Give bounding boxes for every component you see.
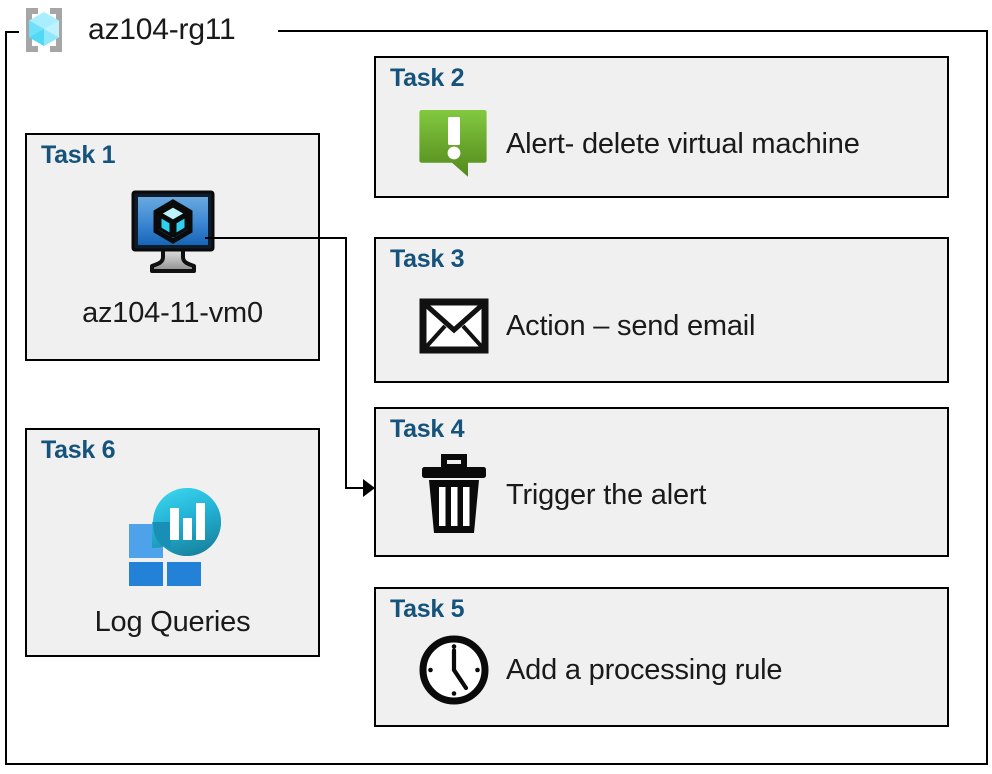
- resource-group-border-top: [278, 30, 988, 32]
- resource-group-cube-icon: [12, 5, 76, 55]
- task-4-caption: Trigger the alert: [506, 478, 707, 511]
- task-card-6[interactable]: Task 6: [25, 428, 320, 657]
- task-3-caption: Action – send email: [506, 309, 756, 342]
- task-5-title: Task 5: [390, 595, 465, 623]
- task-4-title: Task 4: [390, 415, 465, 443]
- task-1-caption: az104-11-vm0: [82, 296, 263, 329]
- task-6-icon-container: [27, 478, 318, 588]
- trash-icon: [418, 453, 490, 537]
- task-6-title: Task 6: [41, 436, 116, 464]
- arrowhead-right-icon: [363, 479, 375, 497]
- task-3-title: Task 3: [390, 245, 465, 273]
- alert-bubble-icon: [418, 106, 490, 182]
- resource-group-border: [5, 31, 988, 765]
- envelope-icon: [418, 296, 490, 356]
- task-1-icon-container: [27, 187, 318, 279]
- resource-group-name: az104-rg11: [88, 13, 236, 46]
- connector-segment-horizontal-bottom: [345, 487, 367, 489]
- task-card-2[interactable]: Task 2 Alert- delete virtual machine: [374, 56, 949, 198]
- virtual-machine-icon: [125, 187, 221, 279]
- log-analytics-icon: [117, 480, 229, 586]
- connector-segment-vertical: [345, 237, 347, 489]
- resource-group-border-stub: [5, 31, 19, 33]
- task-1-title: Task 1: [41, 141, 116, 169]
- task-card-1[interactable]: Task 1: [25, 133, 320, 361]
- connector-segment-horizontal-top: [205, 237, 347, 239]
- clock-icon: [418, 632, 490, 708]
- task-card-5[interactable]: Task 5 Add a processing rule: [374, 587, 949, 727]
- task-1-caption-container: az104-11-vm0: [27, 287, 318, 339]
- task-card-4[interactable]: Task 4 Trigger the alert: [374, 407, 949, 557]
- task-2-caption: Alert- delete virtual machine: [506, 127, 860, 160]
- resource-group-header: az104-rg11: [12, 4, 236, 56]
- task-5-caption: Add a processing rule: [506, 653, 783, 686]
- task-card-3[interactable]: Task 3 Action – send email: [374, 237, 949, 383]
- task-2-title: Task 2: [390, 64, 465, 92]
- task-6-caption: Log Queries: [94, 605, 251, 638]
- task-6-caption-container: Log Queries: [27, 596, 318, 648]
